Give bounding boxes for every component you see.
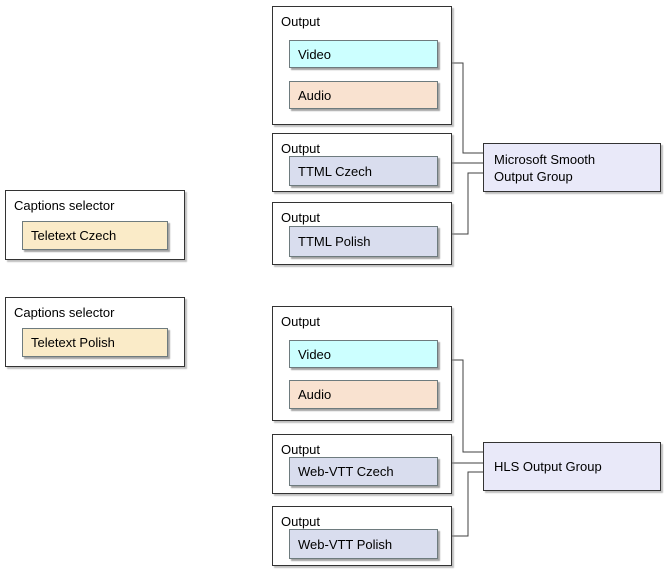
output-hls-audio-item: Audio bbox=[289, 380, 438, 409]
output-ttml-polish-title: Output bbox=[281, 210, 321, 225]
connector-hls-av bbox=[452, 359, 483, 453]
output-ttml-czech-item: TTML Czech bbox=[289, 156, 438, 186]
captions-selector-czech-box: Captions selector Teletext Czech bbox=[5, 190, 185, 260]
captions-selector-czech-item: Teletext Czech bbox=[22, 221, 168, 250]
output-webvtt-polish-box: Output Web-VTT Polish bbox=[272, 506, 452, 566]
microsoft-smooth-output-group-line2: Output Group bbox=[494, 168, 573, 184]
connector-hls-polish bbox=[452, 471, 483, 537]
captions-selector-czech-title: Captions selector bbox=[14, 198, 115, 213]
hls-output-group-box: HLS Output Group bbox=[483, 442, 661, 491]
captions-selector-polish-title: Captions selector bbox=[14, 305, 115, 320]
output-hls-av-box: Output Video Audio bbox=[272, 306, 452, 421]
output-ttml-czech-box: Output TTML Czech bbox=[272, 133, 452, 192]
output-ttml-polish-item: TTML Polish bbox=[289, 226, 438, 257]
captions-selector-polish-box: Captions selector Teletext Polish bbox=[5, 297, 185, 367]
microsoft-smooth-output-group-box: Microsoft Smooth Output Group bbox=[483, 143, 661, 192]
output-ttml-polish-box: Output TTML Polish bbox=[272, 202, 452, 265]
output-smooth-audio-item: Audio bbox=[289, 81, 438, 109]
connector-smooth-polish bbox=[452, 172, 483, 235]
output-webvtt-polish-item: Web-VTT Polish bbox=[289, 529, 438, 559]
output-smooth-video-item: Video bbox=[289, 40, 438, 68]
output-hls-video-item: Video bbox=[289, 340, 438, 368]
output-webvtt-czech-title: Output bbox=[281, 442, 321, 457]
captions-selector-polish-item: Teletext Polish bbox=[22, 328, 168, 357]
output-smooth-av-title: Output bbox=[281, 14, 321, 29]
output-webvtt-czech-item: Web-VTT Czech bbox=[289, 457, 438, 486]
output-webvtt-polish-title: Output bbox=[281, 514, 321, 529]
output-webvtt-czech-box: Output Web-VTT Czech bbox=[272, 434, 452, 494]
connector-smooth-av bbox=[452, 62, 483, 154]
hls-output-group-line1: HLS Output Group bbox=[494, 459, 602, 474]
microsoft-smooth-output-group-line1: Microsoft Smooth bbox=[494, 151, 596, 167]
output-hls-av-title: Output bbox=[281, 314, 321, 329]
output-smooth-av-box: Output Video Audio bbox=[272, 6, 452, 125]
output-ttml-czech-title: Output bbox=[281, 141, 321, 156]
